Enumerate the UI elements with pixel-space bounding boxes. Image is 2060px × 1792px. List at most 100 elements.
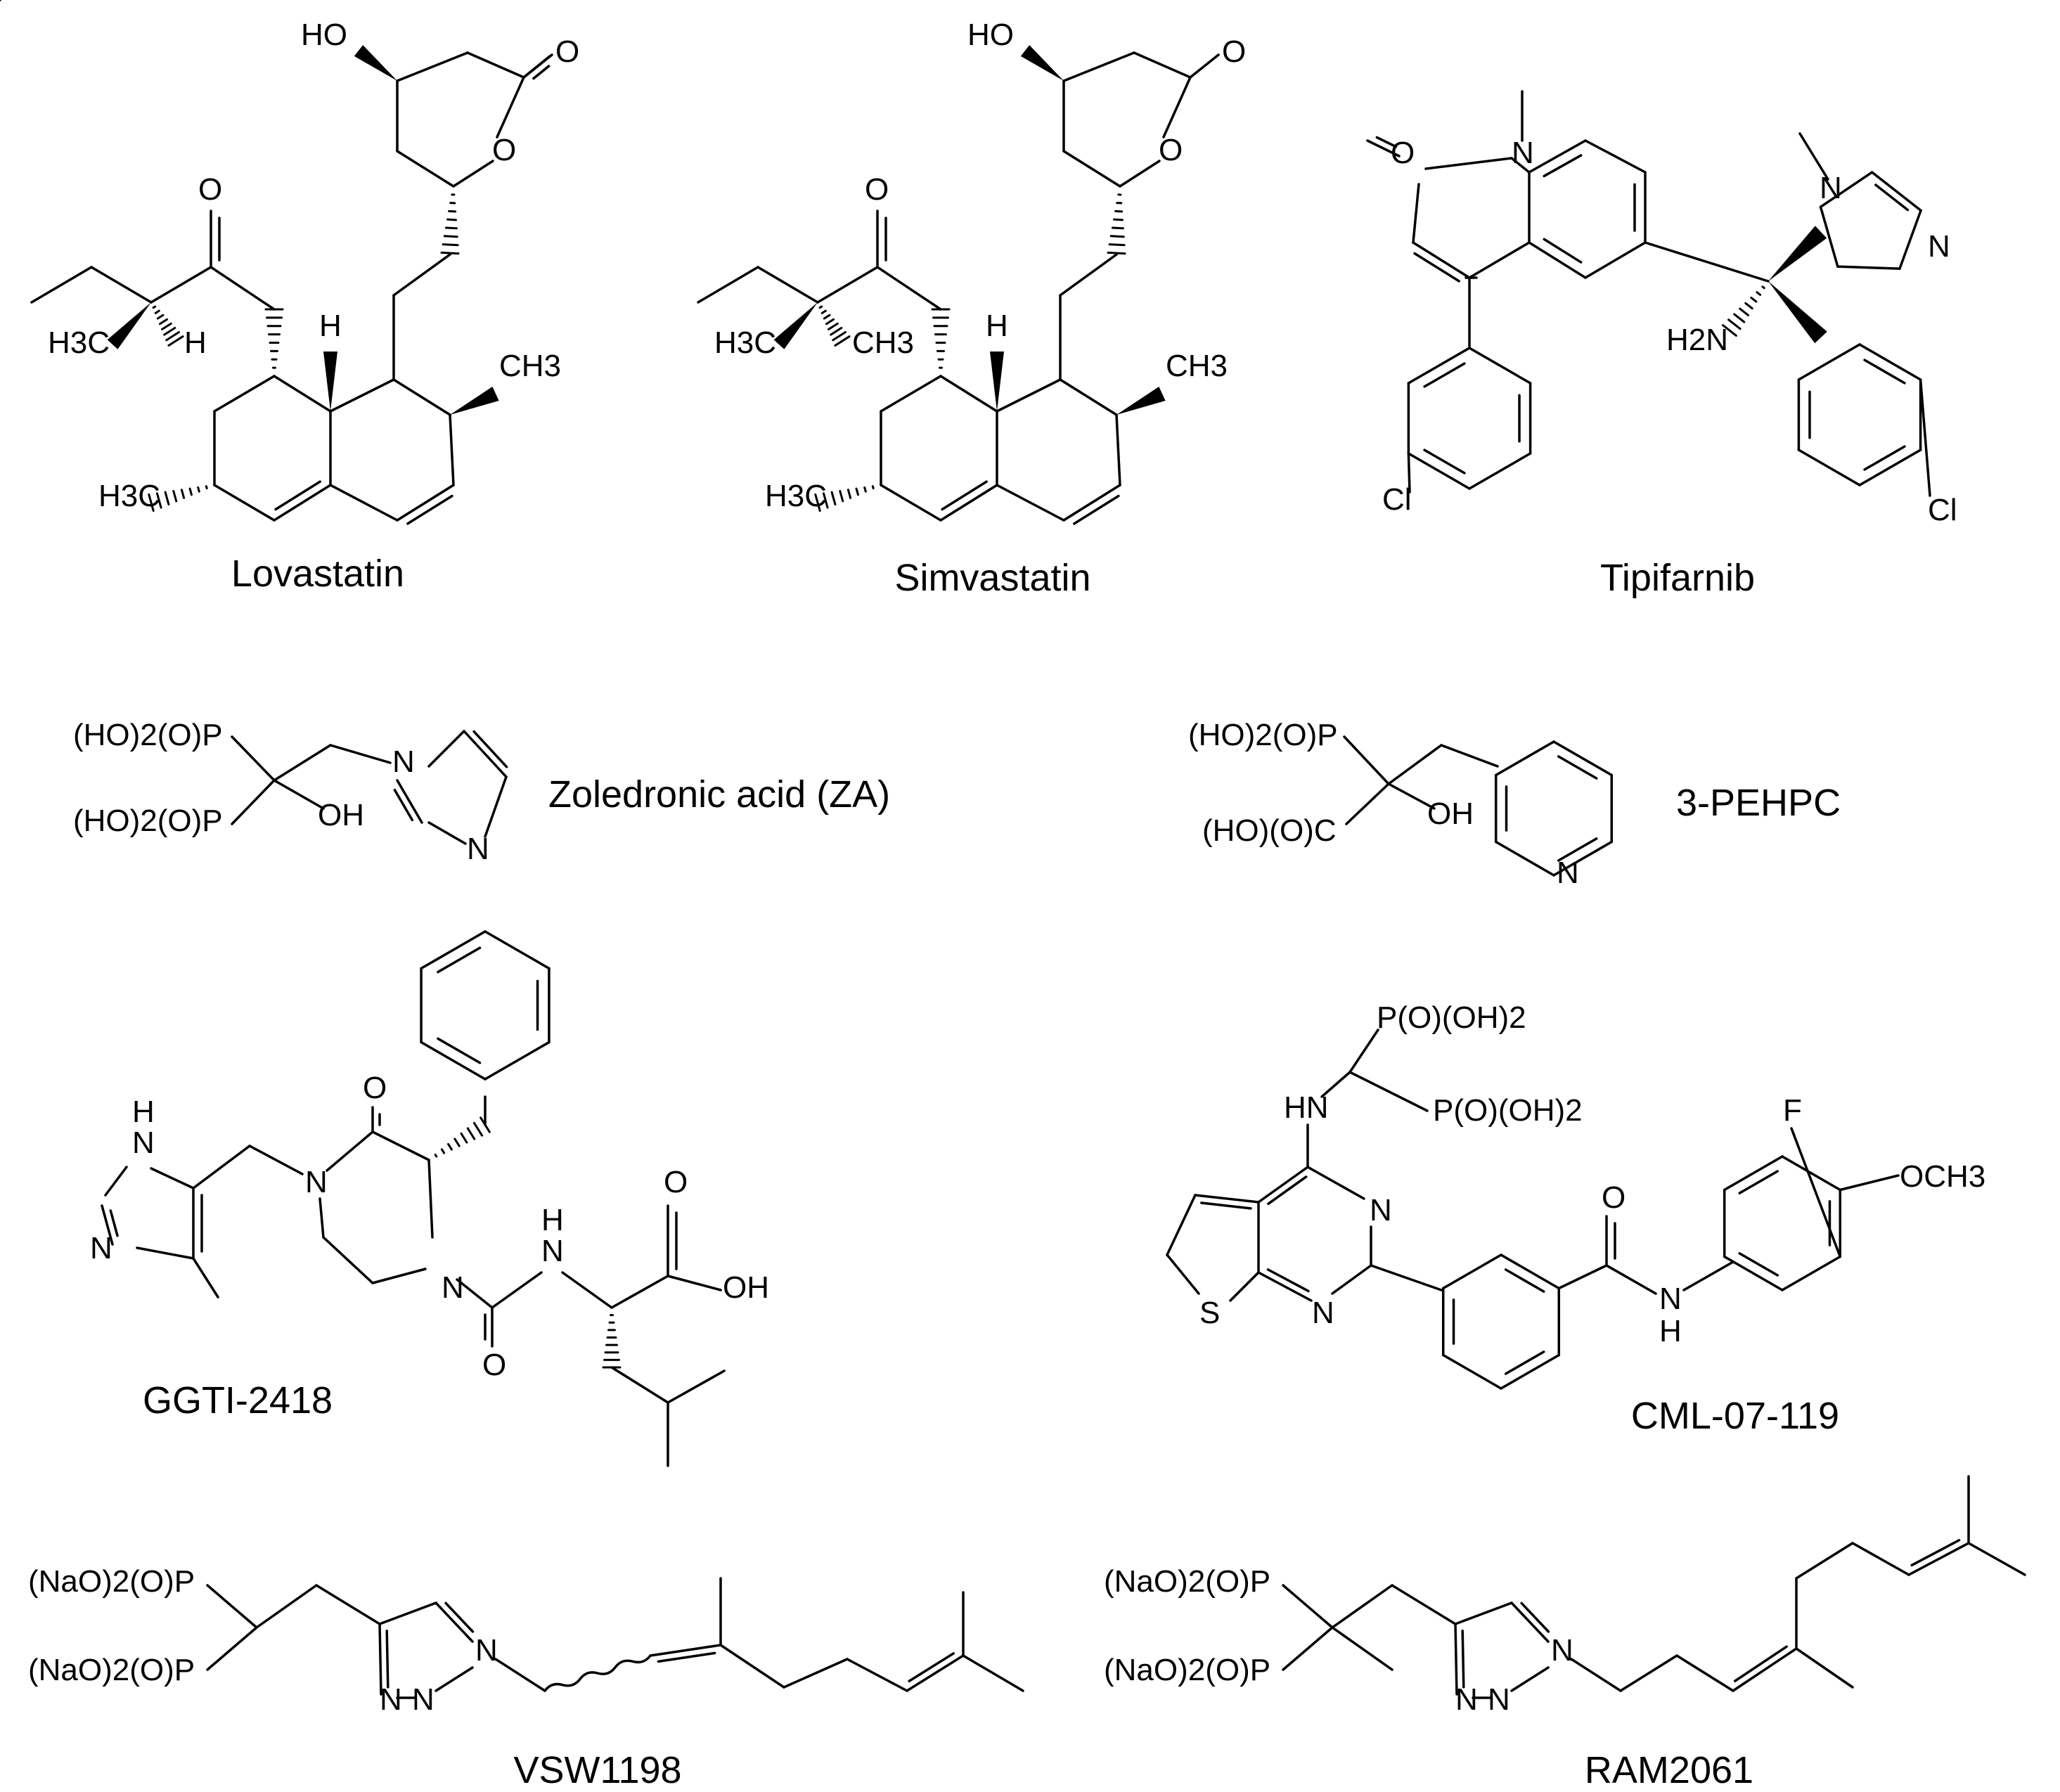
tipifarnib-quat [1644,241,1770,283]
lovastatin-h3c-hash [164,491,170,505]
pehpc-pyridine [1557,837,1598,862]
name-simvastatin: Simvastatin [894,557,1090,599]
simvastatin-ring [996,484,1065,522]
simvastatin-ring-db [1062,484,1121,522]
tipifarnib-pyridone [1468,241,1531,279]
ggti-benzyl-hash [440,1148,446,1154]
lovastatin-ketone-o: O [198,172,222,207]
simvastatin-h3c-hash [863,486,867,493]
simvastatin-lactone-carbonyl-o: O [1222,34,1246,69]
cml-pyrimidine [1257,1166,1309,1204]
ggti-imidazole-methyl [192,1257,219,1298]
vsw-triazole [434,1666,474,1692]
ram-triazole [1510,1666,1550,1692]
lovastatin-lactone [452,160,494,188]
simvastatin-ring [880,375,942,413]
lovastatin-h-hash [161,322,172,330]
simvastatin-h3c-hash [830,491,837,505]
ggti-imidazole-nh: N [132,1126,155,1160]
simvastatin-ring [880,484,942,522]
za-pcp [231,779,276,825]
tipifarnib-benzo [1584,139,1647,174]
simvastatin-lactone [1119,160,1161,188]
vsw-triazole-n2: N [412,1682,434,1717]
ram-triazole [1510,1601,1550,1643]
cml-benzene [1441,1253,1502,1290]
lovastatin-h3c-hash [148,493,155,513]
tipifarnib-chlorophenyl-b [1863,359,1906,385]
lovastatin-ring [449,413,455,486]
pehpc-oh [1387,782,1436,810]
simvastatin-ch3-a: CH3 [852,325,914,360]
cml-anilide [1682,1261,1734,1291]
lovastatin-ring-db [396,484,455,522]
za-imidazole [427,730,465,768]
ggti-imidazole-n: N [90,1231,112,1265]
compound-names: Lovastatin Simvastatin Tipifarnib Zoledr… [143,553,1841,1791]
ggti-urea [491,1271,543,1309]
simvastatin-linker [1059,253,1118,297]
pehpc-pyridine-n: N [1557,856,1579,890]
vsw-db [657,1651,716,1663]
za-hydroxyl: OH [318,798,364,832]
tipifarnib-cl-bond-b [1919,378,1931,497]
pehpc-phosphonate: (HO)2(O)P [1188,718,1338,752]
tipifarnib-pyridone [1510,157,1531,174]
tipifarnib-pyridone-db [1413,252,1460,283]
tipifarnib-amine-hash [1750,296,1758,303]
tipifarnib-cl-bond [1407,452,1411,494]
ggti-amide-n: N [541,1234,564,1268]
vsw-triazole [378,1601,437,1625]
za-imidazole-n3: N [467,832,489,866]
name-tipifarnib: Tipifarnib [1600,557,1755,599]
ram-triazole [1454,1623,1458,1696]
pehpc-pyridine [1494,740,1555,777]
simvastatin-hash-linker [1107,251,1126,255]
ram-methyl [1331,1626,1393,1671]
lovastatin-ester [210,266,276,311]
za-imidazole [393,788,414,822]
tipifarnib-chlorophenyl-b [1863,445,1906,471]
lovastatin-h-hash [163,326,176,336]
lovastatin-hash-linker [443,235,458,238]
lovastatin-h-hash [167,335,184,347]
ggti-acid [667,1275,722,1291]
tipifarnib-imidazole-n1: N [1820,171,1842,205]
cml-pyrimidine-n1: N [1312,1296,1334,1330]
pehpc-pyridine [1552,740,1614,777]
lovastatin-h3c-ring: H3C [98,479,160,513]
cml-p1 [1348,1029,1379,1074]
ggti-piperazine-n4: N [305,1165,328,1199]
tipifarnib-o: O [1391,136,1415,170]
za-oh [273,779,325,810]
tipifarnib-chlorophenyl-a [1407,347,1471,385]
cml-thiophene [1200,1201,1252,1210]
ggti-benzyl-hash [434,1153,438,1158]
simvastatin-ch3-b: CH3 [1166,349,1228,383]
ram-chain [1675,1654,1734,1692]
tipifarnib-chlorophenyl-a [1423,362,1466,388]
ggti-piperazine [371,1130,430,1161]
pehpc-core [1343,735,1390,785]
pehpc-pyridine [1552,840,1614,877]
ram-db [1732,1647,1798,1692]
name-cml-07-119: CML-07-119 [1631,1395,1839,1437]
simvastatin-h3c-hash [839,489,844,503]
ggti-benzyl-hash [466,1127,476,1140]
stereo-bonds [107,45,1827,1369]
ram-me3 [1967,1542,2026,1576]
cml-ome-bond [1839,1174,1900,1192]
tipifarnib-benzo [1543,238,1583,264]
cml-anisyl [1781,1155,1842,1192]
tipifarnib-pyridone-db [1412,241,1471,279]
lovastatin-lactone [396,51,469,82]
cml-pyrimidine [1266,1268,1310,1293]
ram-phosphonate-top: (NaO)2(O)P [1104,1564,1270,1599]
lovastatin-h: H [184,325,207,360]
simvastatin-me-hash [828,322,839,330]
bond-lines [0,0,2026,1699]
vsw-chain [719,1644,785,1689]
lovastatin-hash-linker [440,251,460,255]
lovastatin-h-hash [158,318,169,325]
tipifarnib-chlorophenyl-b [1797,449,1861,486]
